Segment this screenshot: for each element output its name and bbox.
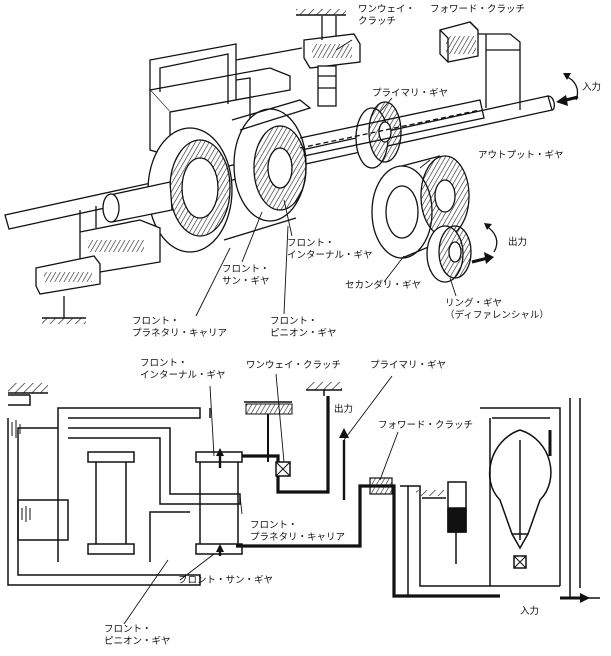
upper-label-front-internal-gear: フロント・ インターナル・ギヤ [287, 238, 373, 262]
input-arrow [556, 73, 579, 106]
lower-label-oneway-clutch: ワンウェイ・クラッチ [246, 360, 342, 371]
label-line: （ディファレンシャル） [445, 310, 549, 321]
upper-label-front-pinion-gear: フロント・ ピニオン・ギヤ [270, 316, 337, 340]
upper-label-input: 入力 [582, 82, 602, 93]
torque-converter [480, 398, 600, 599]
secondary-gear-3d [371, 155, 470, 259]
upper-label-front-sun-gear: フロント・ サン・ギヤ [222, 264, 270, 288]
connecting-tubes [149, 43, 303, 118]
planetary-set [68, 427, 243, 562]
label-line: インターナル・ギヤ [287, 250, 373, 261]
lower-label-front-sun-gear: フロント・サン・ギヤ [178, 575, 274, 586]
label-line: フロント・ [104, 624, 152, 635]
upper-label-front-planetary-carrier: フロント・ プラネタリ・キャリア [132, 316, 227, 340]
label-line: フロント・ [250, 520, 298, 531]
label-line: フロント・ [140, 358, 188, 369]
output-arrow [471, 223, 498, 264]
label-line: クラッチ [358, 16, 397, 27]
label-line: フロント・ [222, 264, 270, 275]
left-clutch-pack [11, 420, 69, 541]
leader-lines-lower [123, 373, 399, 625]
label-line: プラネタリ・キャリア [250, 532, 346, 543]
ground-symbol [42, 296, 86, 324]
left-shaft-assembly [35, 181, 173, 295]
label-line: インターナル・ギヤ [140, 370, 226, 381]
upper-label-forward-clutch: フォワード・クラッチ [430, 4, 526, 15]
label-line: フロント・ [287, 238, 335, 249]
label-line: フロント・ [132, 316, 180, 327]
upper-label-ring-gear: リング・ギヤ （ディファレンシャル） [445, 298, 549, 322]
leader-lines [195, 39, 457, 317]
forward-clutch-3d [439, 21, 521, 110]
upper-label-secondary-gear: セカンダリ・ギヤ [345, 280, 422, 291]
label-line: リング・ギヤ [445, 298, 503, 309]
upper-label-output-gear: アウトプット・ギヤ [478, 150, 564, 161]
primary-gear-3d [355, 101, 402, 169]
oneway-clutch-ground [244, 382, 342, 462]
lower-label-forward-clutch: フォワード・クラッチ [378, 420, 474, 431]
upper-label-output: 出力 [508, 237, 528, 248]
lower-label-output: 出力 [334, 404, 354, 415]
housing-outline [7, 383, 211, 586]
label-line: サン・ギヤ [222, 276, 270, 287]
label-line: ピニオン・ギヤ [104, 636, 171, 647]
oil-pump [416, 481, 467, 564]
upper-label-oneway-clutch: ワンウェイ・ クラッチ [358, 4, 415, 28]
label-line: フロント・ [270, 316, 318, 327]
hollow-shaft [299, 99, 485, 157]
input-arrow-schematic [560, 593, 590, 603]
lower-label-front-pinion-gear: フロント・ ピニオン・ギヤ [104, 624, 171, 648]
upper-label-primary-gear: プライマリ・ギヤ [372, 88, 449, 99]
lower-schematic-diagram [7, 373, 600, 625]
oneway-clutch-3d [303, 16, 361, 107]
planetary-drum [147, 67, 312, 253]
lower-label-primary-gear: プライマリ・ギヤ [370, 360, 447, 371]
lower-label-front-planetary-carrier: フロント・ プラネタリ・キャリア [250, 520, 345, 544]
ground-symbol [296, 9, 346, 16]
lower-label-front-internal-gear: フロント・ インターナル・ギヤ [140, 358, 226, 382]
label-line: ピニオン・ギヤ [270, 328, 337, 339]
ring-gear-3d [426, 225, 472, 283]
label-line: ワンウェイ・ [358, 4, 416, 15]
upper-cutaway-diagram [4, 9, 579, 324]
output-arrow-schematic [339, 428, 349, 500]
lower-label-input: 入力 [520, 606, 540, 617]
label-line: プラネタリ・キャリア [132, 328, 228, 339]
